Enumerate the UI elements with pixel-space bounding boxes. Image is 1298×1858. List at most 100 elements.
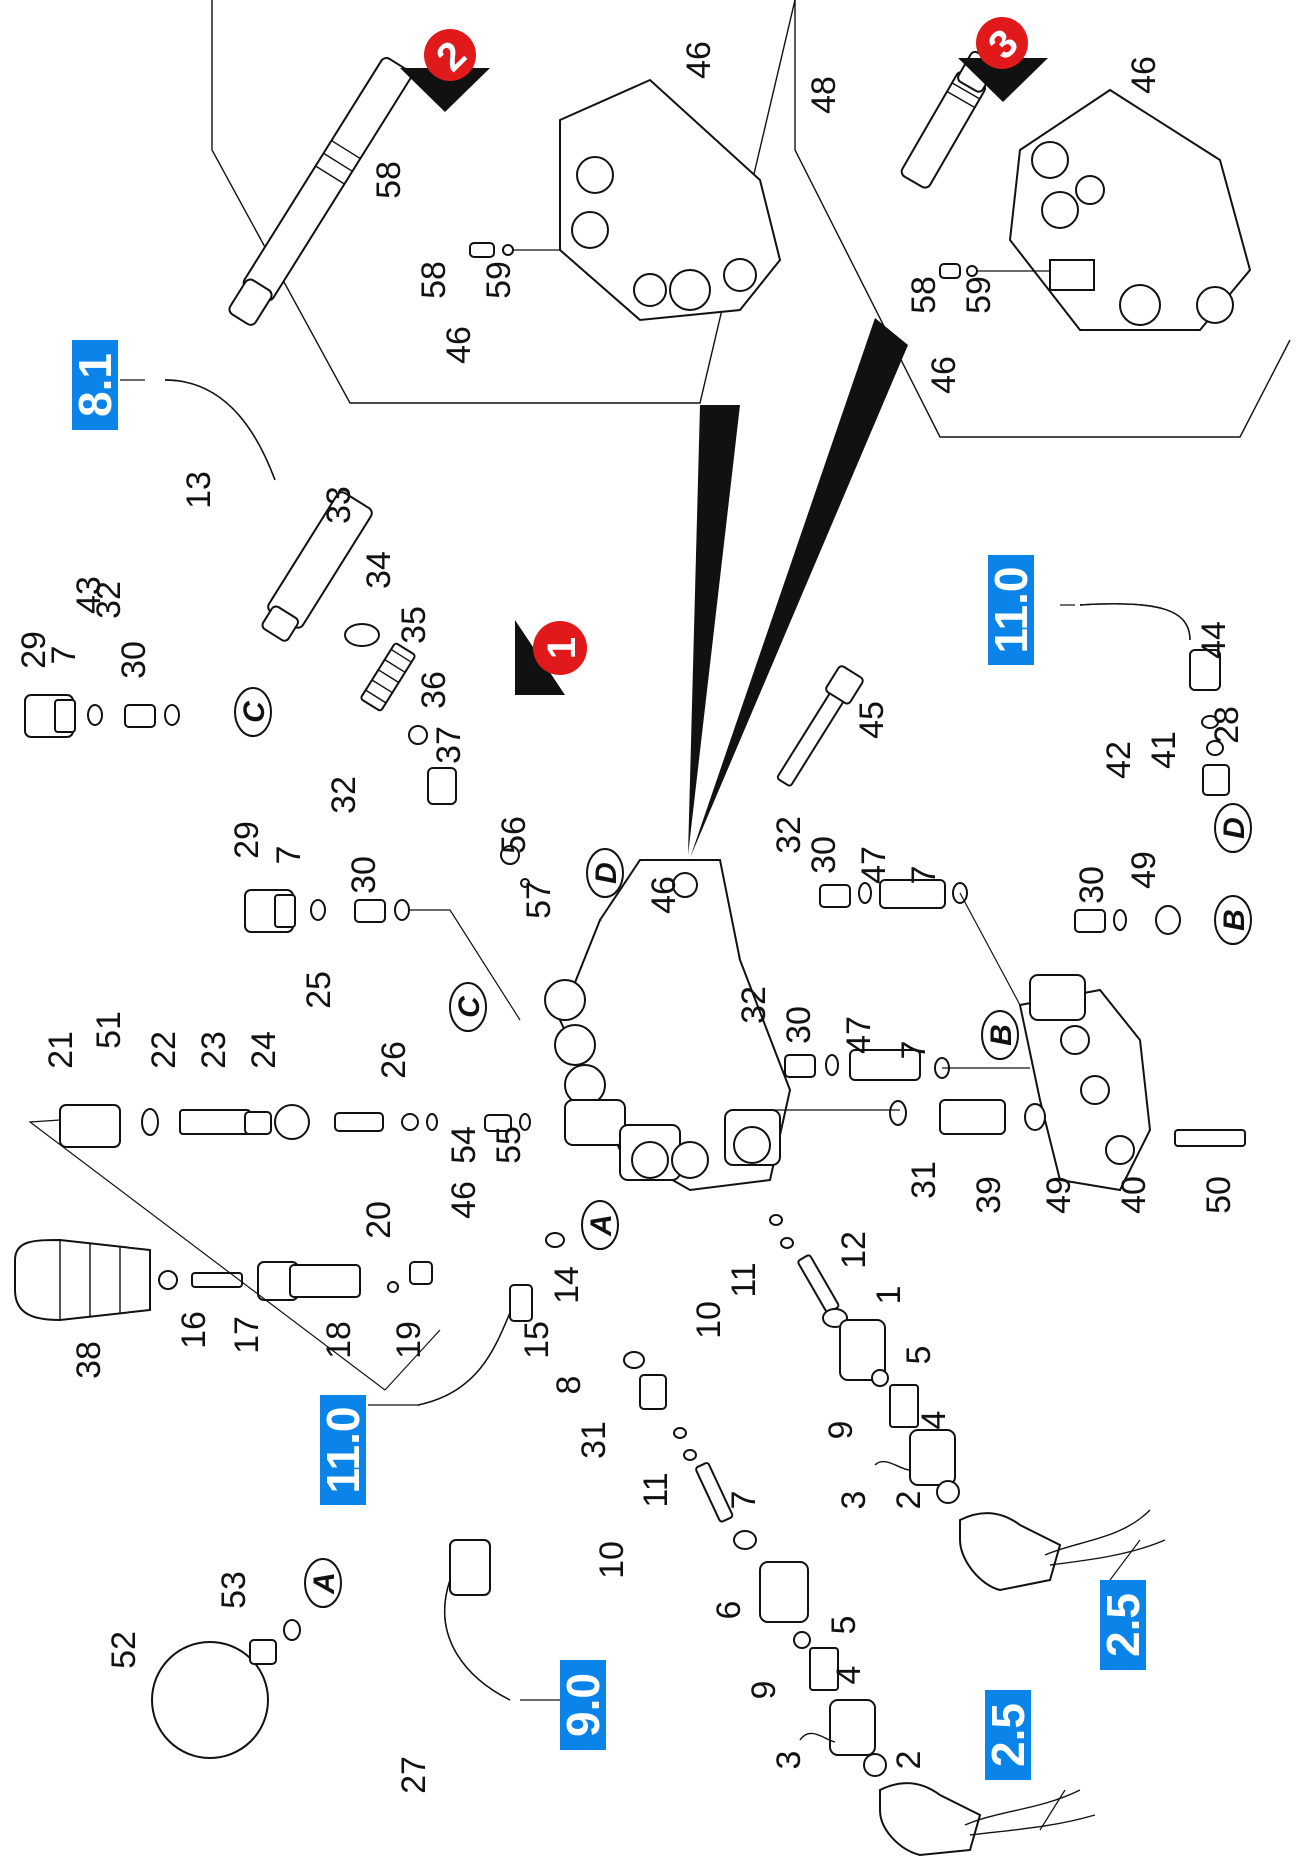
svg-text:C: C <box>453 995 486 1018</box>
spring-35 <box>360 642 416 712</box>
inset-2-assembly <box>228 57 782 326</box>
oring-53 <box>283 1619 301 1641</box>
valve-41 <box>1202 764 1230 796</box>
part-number-n42: 42 <box>1100 741 1138 779</box>
sleeve-47-lower <box>849 1049 921 1081</box>
part-number-n58c: 58 <box>905 276 943 314</box>
part-number-n33: 33 <box>320 486 358 524</box>
part-number-n3a: 3 <box>835 1491 873 1510</box>
part-number-n46f: 46 <box>1125 56 1163 94</box>
ref-tag-11-0-upper: 11.0 <box>985 555 1037 665</box>
fitting-4-b <box>829 1699 876 1756</box>
part-26 <box>401 1113 419 1131</box>
part-number-n27: 27 <box>395 1756 433 1794</box>
valve-30-middle <box>354 899 386 923</box>
oring-7-lower <box>733 1530 757 1550</box>
part-number-n40: 40 <box>1115 1176 1153 1214</box>
view-badge-2: 2 <box>400 29 490 112</box>
part-number-n9a: 9 <box>822 1421 860 1440</box>
part-number-n15: 15 <box>518 1321 556 1359</box>
oring-11-a <box>769 1214 783 1226</box>
part-number-n10b: 10 <box>593 1541 631 1579</box>
oring-11-d <box>683 1449 697 1461</box>
motor-head-2-5-a <box>959 1509 1166 1592</box>
part-number-n3b: 3 <box>770 1751 808 1770</box>
oring-30-right-lower <box>825 1054 839 1076</box>
part-number-n54: 54 <box>445 1126 483 1164</box>
hose-11-upper <box>1079 603 1191 641</box>
part-number-n51: 51 <box>90 1011 128 1049</box>
part-number-n7c: 7 <box>905 866 943 885</box>
part-number-n32d: 32 <box>735 986 773 1024</box>
oring-30-upper <box>164 704 180 726</box>
part-number-n32b: 32 <box>325 776 363 814</box>
part-number-n30b: 30 <box>345 856 383 894</box>
part-number-n43: 43 <box>70 576 108 614</box>
part-56 <box>500 845 520 865</box>
callout-d-center: D <box>586 848 624 898</box>
part-number-n34: 34 <box>360 551 398 589</box>
part-number-n5a: 5 <box>900 1346 938 1365</box>
part-number-n16: 16 <box>175 1311 213 1349</box>
callout-b-right: B <box>1214 895 1252 945</box>
part-number-n12: 12 <box>835 1231 873 1269</box>
accumulator-52 <box>151 1641 269 1759</box>
part-number-n52: 52 <box>105 1631 143 1669</box>
part-number-n58b: 58 <box>415 261 453 299</box>
oring-7-upper <box>87 704 103 726</box>
svg-text:11.0: 11.0 <box>985 567 1037 654</box>
ref-tag-9-0: 9.0 <box>557 1660 609 1750</box>
valve-30-right-upper <box>819 884 851 908</box>
spring-22 <box>179 1109 251 1135</box>
hose-27 <box>444 1579 511 1701</box>
part-number-n59a: 59 <box>480 261 518 299</box>
main-valve-block <box>544 859 792 1192</box>
washer-9-b <box>793 1631 811 1649</box>
part-number-n49b: 49 <box>1040 1176 1078 1214</box>
spring-5-a <box>889 1384 919 1428</box>
fitting-44 <box>1189 649 1221 691</box>
part-number-n7a: 7 <box>45 646 83 665</box>
part-number-n10a: 10 <box>690 1301 728 1339</box>
part-number-n21: 21 <box>42 1031 80 1069</box>
part-number-n32a: 32 <box>90 581 128 619</box>
view-badge-1: 1 <box>515 620 587 695</box>
inset-pointer-3 <box>690 318 908 858</box>
oring-26 <box>426 1113 438 1131</box>
callout-a-lower: A <box>304 1558 342 1608</box>
part-number-n6: 6 <box>710 1601 748 1620</box>
part-number-n18: 18 <box>320 1321 358 1359</box>
view-badge-3: 3 <box>958 17 1048 102</box>
oring-30-far-right <box>1113 909 1127 931</box>
part-54 <box>484 1114 512 1132</box>
part-number-n22: 22 <box>145 1031 183 1069</box>
part-number-n56: 56 <box>495 816 533 854</box>
part-number-n26: 26 <box>375 1041 413 1079</box>
valve-30-upper <box>124 704 156 728</box>
nut-24 <box>274 1104 310 1140</box>
part-number-n9b: 9 <box>745 1681 783 1700</box>
part-number-n11b: 11 <box>637 1472 675 1507</box>
part-number-n45: 45 <box>853 701 891 739</box>
part-25 <box>334 1112 384 1132</box>
part-number-n38: 38 <box>70 1341 108 1379</box>
bolt-45 <box>776 665 864 787</box>
part-number-n46a: 46 <box>445 1181 483 1219</box>
part-number-n53: 53 <box>215 1571 253 1609</box>
fitting-15 <box>509 1284 533 1322</box>
inset-3-assembly <box>900 50 1252 331</box>
knob-38 <box>14 1238 151 1322</box>
inset-view-3-border <box>794 0 1291 438</box>
hose-11-lower <box>417 1289 521 1406</box>
ref-tag-2-5-lower: 2.5 <box>982 1690 1034 1780</box>
part-number-n7e: 7 <box>725 1491 763 1510</box>
oring-31-right <box>889 1100 907 1126</box>
callout-d-right: D <box>1214 803 1252 853</box>
valve-30-right-lower <box>784 1054 816 1078</box>
part-number-n19: 19 <box>390 1321 428 1359</box>
svg-text:B: B <box>1218 909 1251 931</box>
part-number-n35: 35 <box>395 606 433 644</box>
oring-14 <box>545 1232 565 1248</box>
washer-9-a <box>871 1369 889 1387</box>
svg-text:D: D <box>1218 817 1251 839</box>
